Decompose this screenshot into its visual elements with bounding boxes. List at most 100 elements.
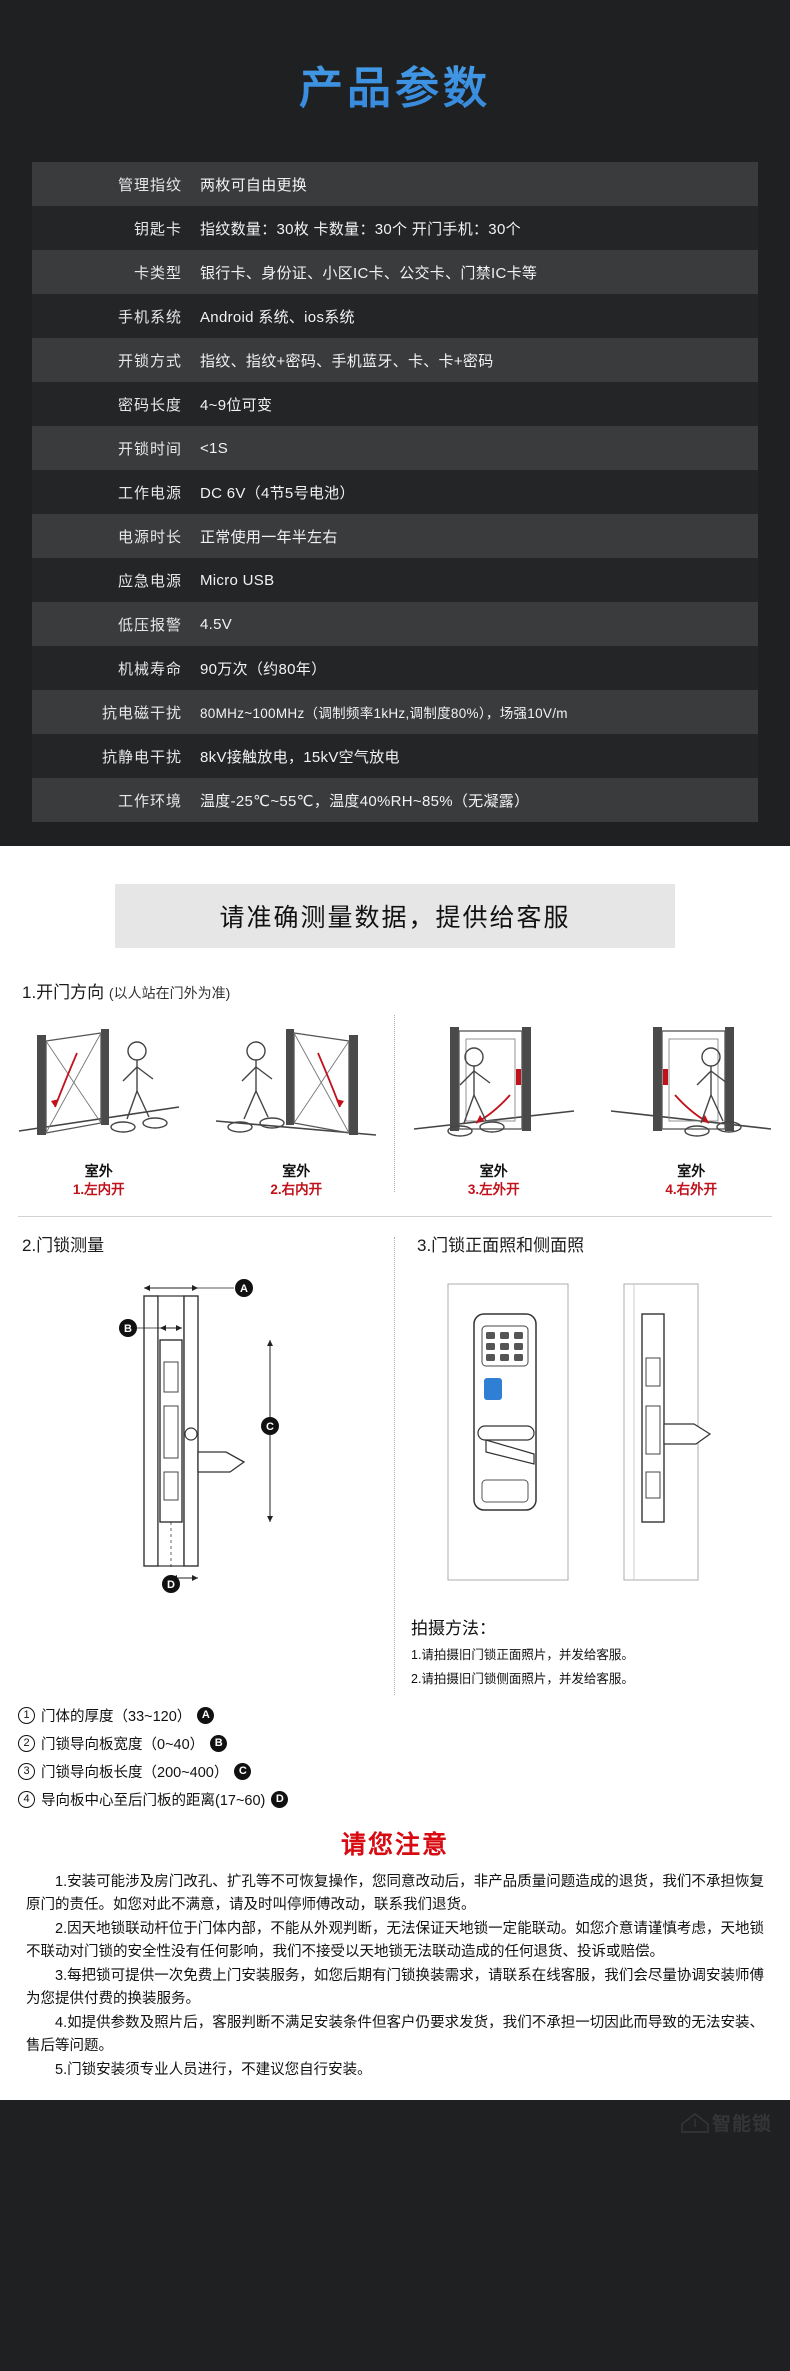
lock-measure-column: 2.门锁测量 (0, 1231, 395, 1695)
measurement-item-badge: B (210, 1734, 228, 1752)
measurement-item-number: 2 (18, 1734, 35, 1752)
notice-paragraph: 2.因天地锁联动杆位于门体内部，不能从外观判断，无法保证天地锁一定能联动。如您介… (26, 1920, 764, 1961)
measurement-guide-section: 请准确测量数据，提供给客服 1.开门方向 (以人站在门外为准) (0, 846, 790, 2135)
spec-key: 抗电磁干扰 (101, 704, 182, 722)
door-direction-diagrams: 室外 1.左内开 (0, 1007, 790, 1204)
measurement-item-label: 门锁导向板长度（200~400） (41, 1764, 229, 1781)
watermark-text: 智能锁 (711, 2114, 772, 2136)
door-option-3: 室外 3.左外开 (395, 1011, 593, 1198)
door-direction-heading-main: 1.开门方向 (22, 983, 105, 1002)
door-option-1-outside: 室外 (84, 1163, 113, 1179)
notice-paragraph: 4.如提供参数及照片后，客服判断不满足安装条件但客户仍要求发货，我们不承担一切因… (26, 2014, 764, 2055)
spec-value: 正常使用一年半左右 (200, 528, 338, 546)
spec-key: 开锁时间 (117, 440, 182, 458)
table-row: 电源时长正常使用一年半左右 (32, 514, 758, 558)
door-illustration-left-outward (410, 1011, 578, 1161)
product-detail-page: 产品参数 管理指纹两枚可自由更换钥匙卡指纹数量：30枚 卡数量：30个 开门手机… (0, 0, 790, 2147)
measurement-item-number: 1 (18, 1706, 35, 1724)
bottom-spacer (0, 2100, 790, 2147)
home-logo-icon (681, 2112, 709, 2133)
svg-text:C: C (266, 1421, 274, 1433)
table-row: 低压报警 4.5V (32, 602, 758, 646)
measure-and-photo-columns: 2.门锁测量 (0, 1231, 790, 1695)
spec-key: 应急电源 (117, 572, 182, 590)
door-option-2: 室外 2.右内开 (198, 1011, 396, 1198)
svg-text:D: D (167, 1579, 175, 1591)
measurement-item: 2 门锁导向板宽度（0~40） B (18, 1733, 790, 1754)
photo-method-title: 拍摄方法： (411, 1619, 496, 1639)
spec-key: 电源时长 (117, 528, 182, 546)
measurement-item-label: 门体的厚度（33~120） (41, 1708, 192, 1725)
svg-text:B: B (124, 1323, 132, 1335)
door-option-1: 室外 1.左内开 (0, 1011, 198, 1198)
door-option-4-caption: 室外 4.右外开 (665, 1163, 717, 1198)
door-option-1-index: 1.左内开 (72, 1181, 125, 1197)
lock-photo-diagram (395, 1260, 790, 1596)
door-option-3-index: 3.左外开 (467, 1181, 520, 1197)
spec-key: 机械寿命 (117, 660, 182, 678)
measurement-item-badge: C (234, 1762, 252, 1780)
spec-value: Micro USB (200, 571, 275, 589)
door-group-outward: 室外 3.左外开 (395, 1011, 790, 1198)
photo-method-item: 2.请拍摄旧门锁侧面照片，并发给客服。 (411, 1671, 634, 1686)
spec-value: 两枚可自由更换 (200, 176, 308, 194)
door-option-2-index: 2.右内开 (270, 1181, 323, 1197)
measurement-item-badge: A (197, 1706, 215, 1724)
table-row: 应急电源 Micro USB (32, 558, 758, 602)
measurement-item-label: 导向板中心至后门板的距离(17~60) (41, 1792, 266, 1809)
spec-key: 手机系统 (117, 308, 182, 326)
lock-measure-heading: 2.门锁测量 (22, 1236, 105, 1256)
notice-paragraph: 5.门锁安装须专业人员进行，不建议您自行安装。 (55, 2061, 372, 2078)
specifications-table: 管理指纹两枚可自由更换钥匙卡指纹数量：30枚 卡数量：30个 开门手机：30个卡… (32, 162, 758, 822)
spec-key: 卡类型 (133, 264, 182, 282)
measurement-item-badge: D (271, 1790, 289, 1808)
measurement-item: 1 门体的厚度（33~120） A (18, 1705, 790, 1726)
specifications-section: 产品参数 管理指纹两枚可自由更换钥匙卡指纹数量：30枚 卡数量：30个 开门手机… (0, 0, 790, 846)
spec-key: 密码长度 (117, 396, 182, 414)
spec-value: 指纹数量：30枚 卡数量：30个 开门手机：30个 (200, 220, 521, 238)
door-group-inward: 室外 1.左内开 (0, 1011, 395, 1198)
spec-key: 工作电源 (117, 484, 182, 502)
measurement-item-list: 1 门体的厚度（33~120） A 2 门锁导向板宽度（0~40） B 3 门锁导向板长度（2… (0, 1695, 790, 1810)
door-illustration-left-inward (15, 1011, 183, 1161)
door-direction-heading: 1.开门方向 (以人站在门外为准) (0, 978, 790, 1007)
table-row: 开锁方式指纹、指纹+密码、手机蓝牙、卡、卡+密码 (32, 338, 758, 382)
spec-value: 银行卡、身份证、小区IC卡、公交卡、门禁IC卡等 (200, 264, 538, 282)
door-option-4: 室外 4.右外开 (593, 1011, 790, 1198)
photo-method-item: 1.请拍摄旧门锁正面照片，并发给客服。 (411, 1648, 634, 1663)
lock-photo-column: 3.门锁正面照和侧面照 (395, 1231, 790, 1695)
table-row: 钥匙卡指纹数量：30枚 卡数量：30个 开门手机：30个 (32, 206, 758, 250)
door-illustration-right-outward (607, 1011, 775, 1161)
spec-value: 4.5V (200, 615, 233, 633)
section-divider (18, 1216, 772, 1218)
measurement-banner: 请准确测量数据，提供给客服 (115, 884, 675, 948)
spec-key: 低压报警 (117, 616, 182, 634)
door-option-4-outside: 室外 (677, 1163, 706, 1179)
spec-key: 抗静电干扰 (101, 748, 182, 766)
watermark: 智能锁 (678, 2109, 772, 2136)
spec-key: 管理指纹 (117, 176, 182, 194)
table-row: 管理指纹两枚可自由更换 (32, 162, 758, 206)
measurement-item-number: 3 (18, 1762, 35, 1780)
door-option-2-outside: 室外 (282, 1163, 311, 1179)
table-row: 抗静电干扰 8kV接触放电，15kV空气放电 (32, 734, 758, 778)
spec-value: 温度-25℃~55℃，温度40%RH~85%（无凝露） (200, 792, 530, 810)
photo-method-list: 1.请拍摄旧门锁正面照片，并发给客服。 2.请拍摄旧门锁侧面照片，并发给客服。 (395, 1647, 790, 1695)
notice-section: 请您注意 1.安装可能涉及房门改孔、扩孔等不可恢复操作，您同意改动后，非产品质量… (0, 1817, 790, 2100)
spec-value: 8kV接触放电，15kV空气放电 (200, 748, 400, 766)
door-option-3-outside: 室外 (479, 1163, 508, 1179)
notice-body: 1.安装可能涉及房门改孔、扩孔等不可恢复操作，您同意改动后，非产品质量问题造成的… (0, 1871, 790, 2082)
spec-value: <1S (200, 439, 229, 457)
door-option-3-caption: 室外 3.左外开 (468, 1163, 520, 1198)
notice-paragraph: 1.安装可能涉及房门改孔、扩孔等不可恢复操作，您同意改动后，非产品质量问题造成的… (26, 1873, 764, 1914)
spec-key: 工作环境 (117, 792, 182, 810)
measurement-item: 3 门锁导向板长度（200~400） C (18, 1761, 790, 1782)
lock-measure-diagram: A B C (0, 1260, 395, 1596)
measurement-item-label: 门锁导向板宽度（0~40） (41, 1736, 205, 1753)
